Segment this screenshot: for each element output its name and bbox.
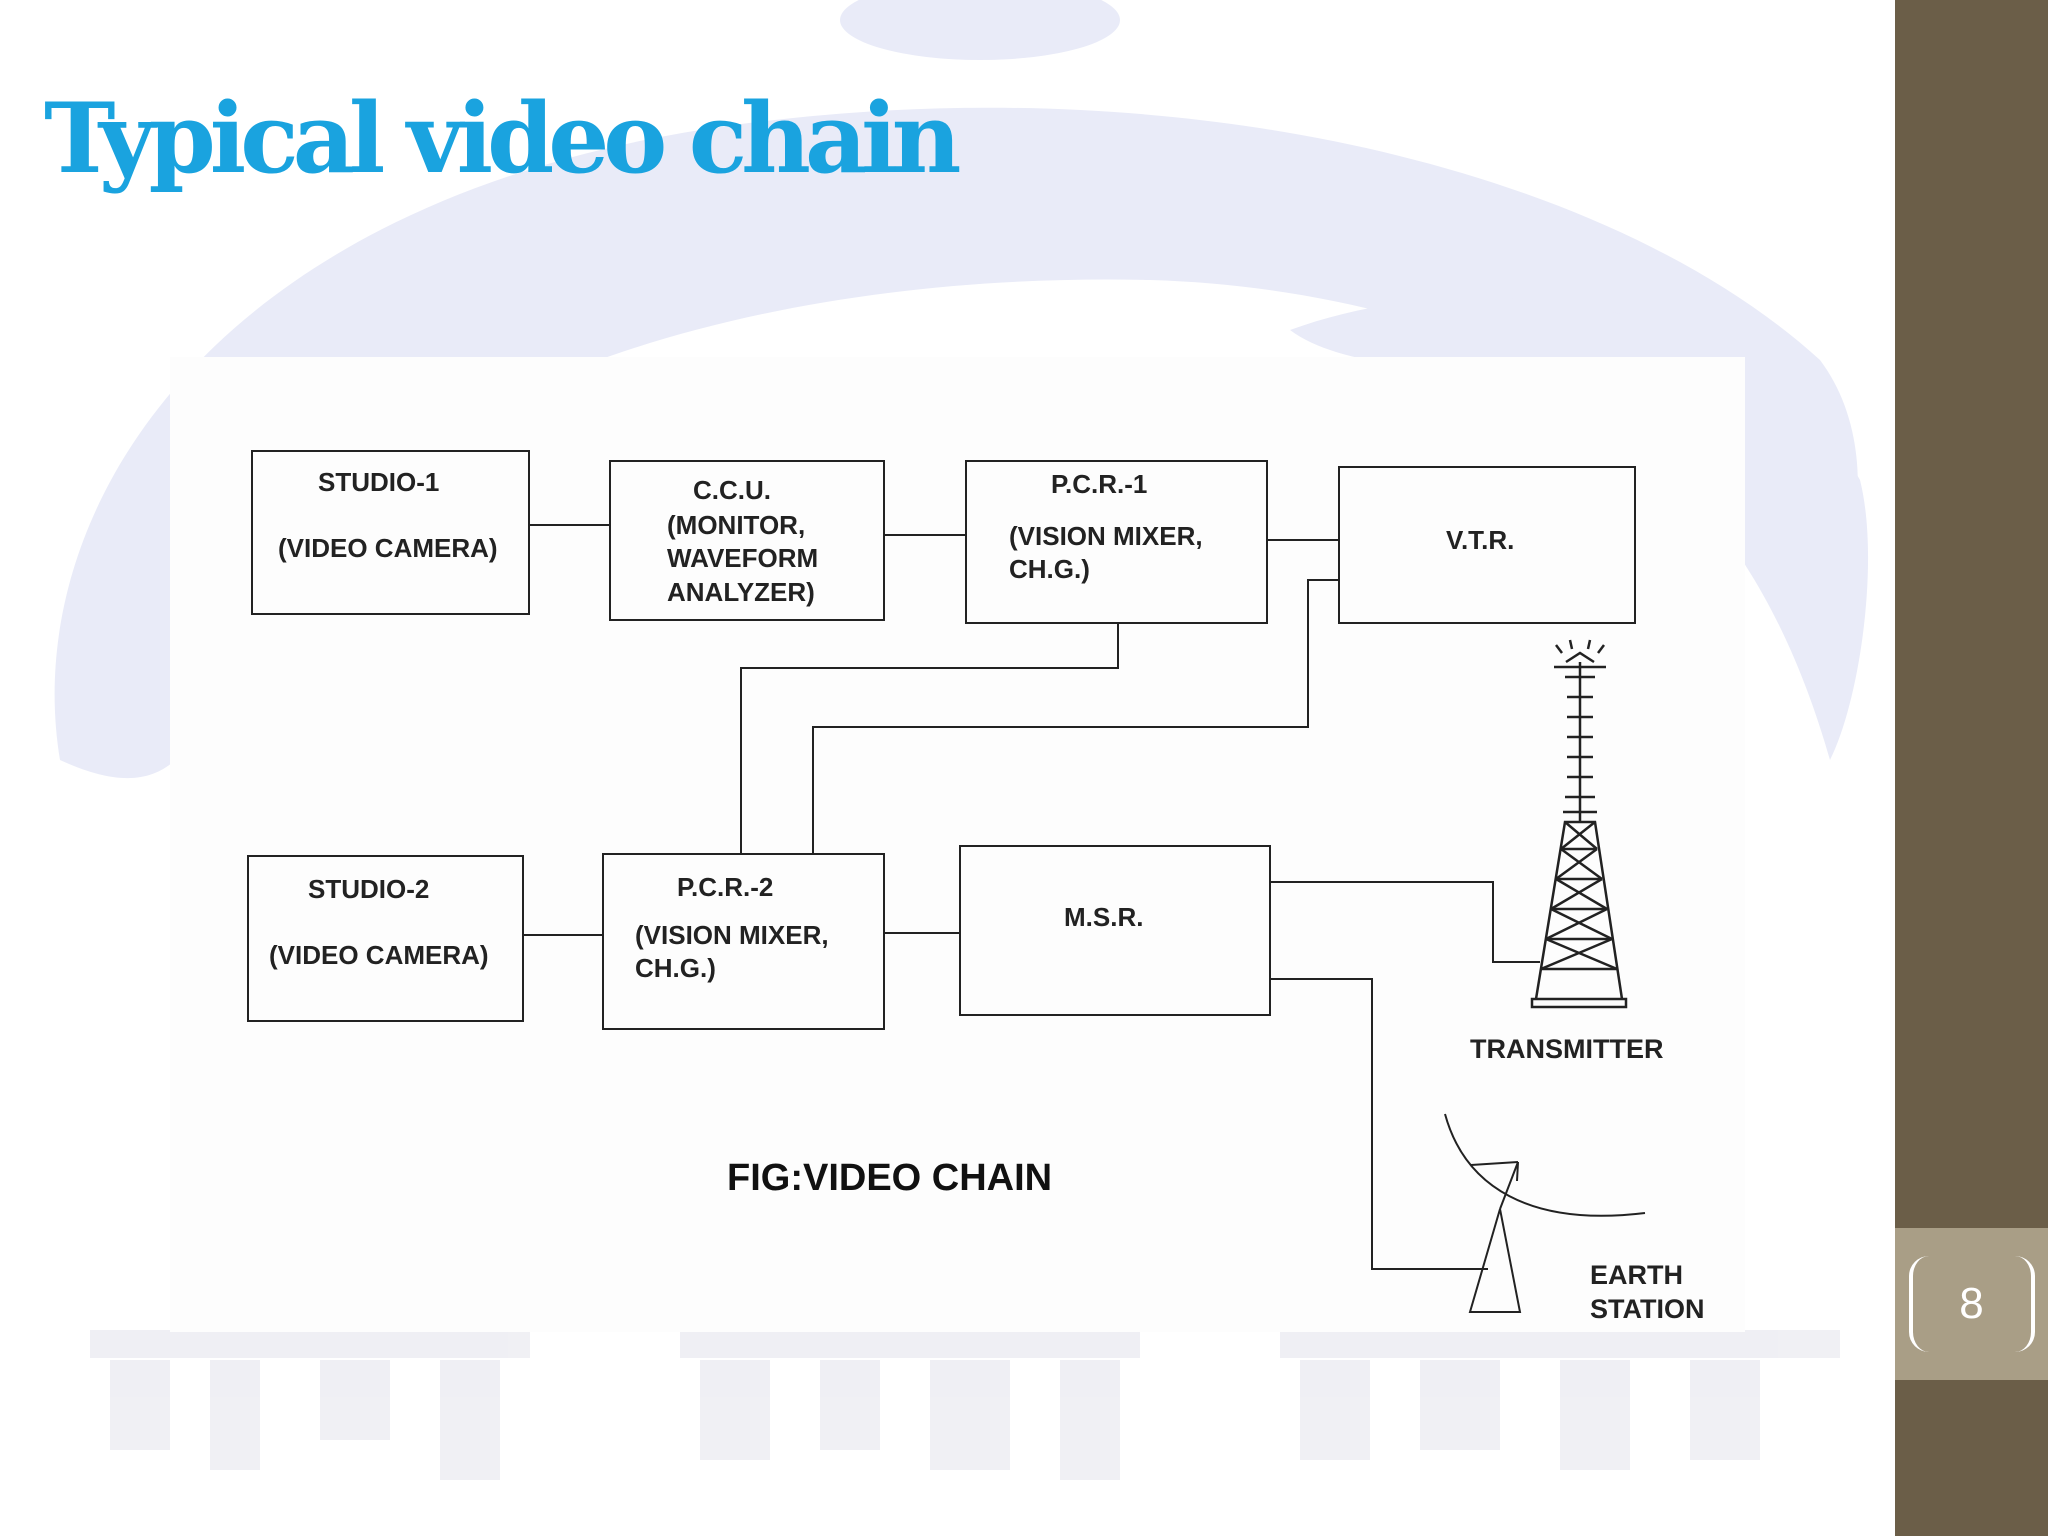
node-vtr-name: V.T.R.	[1446, 525, 1515, 555]
node-ccu-name: C.C.U.	[693, 475, 771, 505]
edge-msr-earth-station	[1271, 978, 1488, 1270]
diagram-connectors	[524, 524, 1646, 1313]
node-ccu: C.C.U. (MONITOR, WAVEFORM ANALYZER)	[609, 460, 885, 621]
node-pcr-2-detail: (VISION MIXER, CH.G.)	[635, 920, 829, 984]
transmitter-label: TRANSMITTER	[1470, 1034, 1664, 1064]
page-number-brackets	[1909, 1256, 2035, 1352]
transmitter-tower-icon	[1530, 639, 1628, 1009]
slide-title: Typical video chain	[44, 82, 961, 195]
edge-pcr1-pcr2	[740, 624, 1119, 853]
page-number: 8	[1959, 1279, 1984, 1328]
node-ccu-detail: (MONITOR, WAVEFORM ANALYZER)	[667, 510, 819, 607]
video-chain-diagram: STUDIO-1 (VIDEO CAMERA) C.C.U. (MONITOR,…	[170, 357, 1745, 1332]
node-pcr-1-detail: (VISION MIXER, CH.G.)	[1009, 521, 1203, 585]
node-pcr-2-name: P.C.R.-2	[677, 872, 774, 902]
edge-msr-transmitter	[1271, 881, 1540, 963]
earth-station-label: EARTH STATION	[1590, 1260, 1705, 1324]
node-pcr-2: P.C.R.-2 (VISION MIXER, CH.G.)	[602, 853, 885, 1030]
node-studio-1-name: STUDIO-1	[318, 467, 440, 497]
node-msr-name: M.S.R.	[1064, 902, 1144, 932]
diagram-caption: FIG:VIDEO CHAIN	[727, 1157, 1053, 1199]
node-studio-2: STUDIO-2 (VIDEO CAMERA)	[247, 855, 524, 1022]
right-sidebar: 8	[1895, 0, 2048, 1536]
edge-vtr-pcr2	[812, 579, 1338, 853]
node-studio-1-detail: (VIDEO CAMERA)	[278, 533, 498, 563]
node-msr: M.S.R.	[959, 845, 1271, 1016]
motto-watermark	[90, 1330, 1840, 1480]
node-vtr: V.T.R.	[1338, 466, 1636, 624]
node-studio-1: STUDIO-1 (VIDEO CAMERA)	[251, 450, 530, 615]
page-number-band: 8	[1895, 1228, 2048, 1380]
earth-station-dish-icon	[1444, 1113, 1646, 1313]
node-studio-2-name: STUDIO-2	[308, 874, 430, 904]
node-pcr-1-name: P.C.R.-1	[1051, 469, 1148, 499]
node-pcr-1: P.C.R.-1 (VISION MIXER, CH.G.)	[965, 460, 1268, 624]
node-studio-2-detail: (VIDEO CAMERA)	[269, 940, 489, 970]
